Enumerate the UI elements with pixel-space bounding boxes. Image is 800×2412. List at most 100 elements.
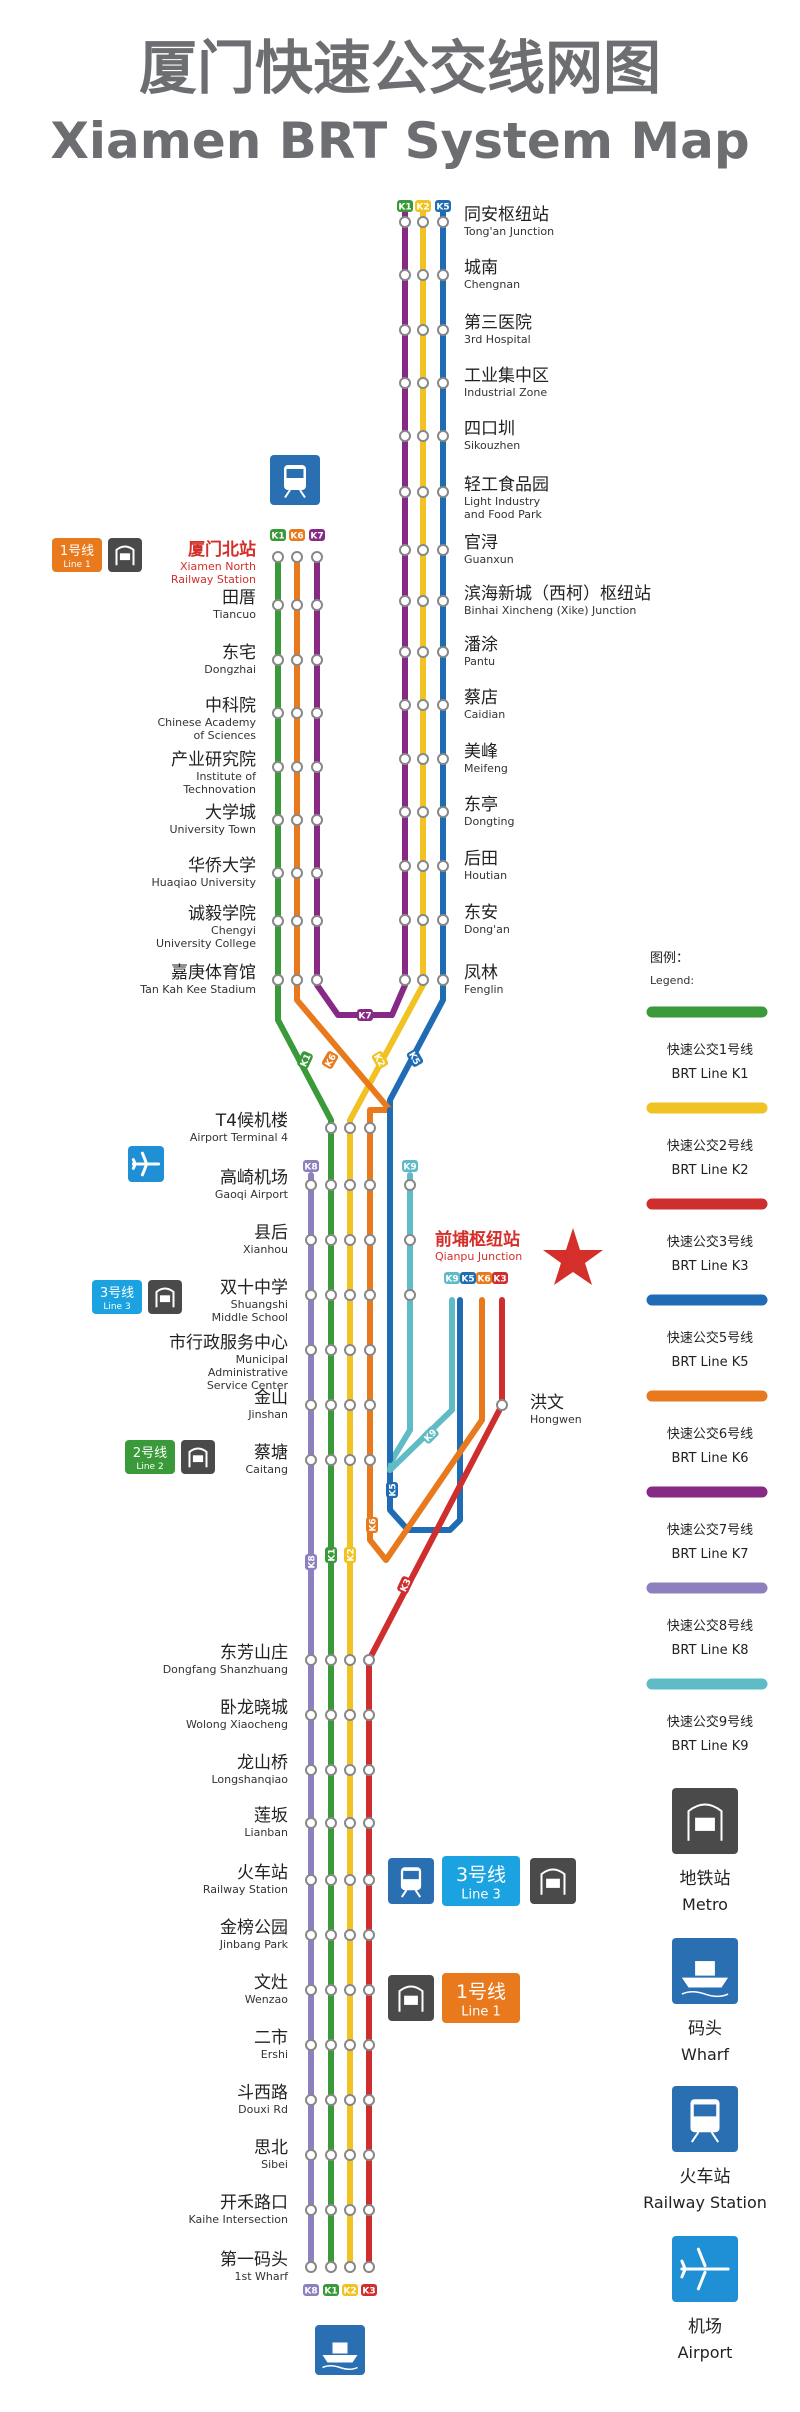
- line-tag-bg: [309, 529, 325, 541]
- station-label-zh: 第一码头: [220, 2250, 288, 2270]
- station-dot: [272, 654, 284, 666]
- line-tag-label: K2: [416, 203, 429, 213]
- legend-item-en: BRT Line K2: [671, 1163, 748, 1178]
- line-tag-label: K9: [423, 1428, 439, 1444]
- line-tag-bg: [303, 1160, 319, 1172]
- line-tag-k9: K9: [444, 1272, 460, 1285]
- station-label-zh: 美峰: [464, 742, 498, 762]
- station-dot: [291, 867, 303, 879]
- line-tag-label: K7: [310, 532, 323, 542]
- station-label-zh: 田厝: [222, 588, 256, 608]
- station-dot: [344, 1984, 356, 1996]
- station-dot: [417, 860, 429, 872]
- station-dot: [272, 974, 284, 986]
- legend-symbol-zh: 码头: [688, 2019, 722, 2039]
- station-dot: [344, 1179, 356, 1191]
- station-dot: [344, 1454, 356, 1466]
- station-dot: [311, 867, 323, 879]
- station-dot: [325, 1984, 337, 1996]
- metro-icon-wenzao: [388, 1975, 434, 2021]
- metro-icon-glyph: [687, 1803, 723, 1841]
- wharf-icon-cabin: [332, 2342, 348, 2354]
- station-dot: [399, 377, 411, 389]
- station-dot: [437, 914, 449, 926]
- line-tag-k5: K5: [386, 1482, 399, 1498]
- station-label-zh: 金山: [254, 1388, 288, 1408]
- line-tag-k9: K9: [402, 1160, 418, 1173]
- station-label-en: Kaihe Intersection: [189, 2213, 289, 2226]
- station-dot: [305, 1709, 317, 1721]
- station-label-zh: 蔡塘: [254, 1443, 288, 1463]
- station-dot: [364, 1454, 376, 1466]
- line-tag-label: K6: [477, 1275, 490, 1285]
- legend-item-en: BRT Line K5: [671, 1355, 748, 1370]
- station-dot: [437, 646, 449, 658]
- station-dot: [363, 2261, 375, 2273]
- station-dot: [399, 914, 411, 926]
- station-label-en: Airport Terminal 4: [190, 1131, 288, 1144]
- station-dot: [344, 1764, 356, 1776]
- station-dot: [399, 324, 411, 336]
- station-label-en: Dongting: [464, 815, 514, 828]
- station-label-zh: 潘涂: [464, 635, 498, 655]
- station-label-zh: 县后: [254, 1223, 288, 1243]
- train-icon-window: [286, 469, 304, 478]
- line-badge-bg: [125, 1440, 175, 1474]
- station-dot: [305, 2039, 317, 2051]
- legend-item-zh: 快速公交8号线: [667, 1618, 753, 1634]
- line-tag-bg: [297, 1051, 313, 1069]
- line-tag-bg: [366, 1517, 378, 1533]
- line-badge-en: Line 3: [461, 1888, 501, 1903]
- station-label-zh: 同安枢纽站: [464, 205, 549, 225]
- station-label-zh: 东安: [464, 903, 498, 923]
- station-label-zh: 金榜公园: [220, 1918, 288, 1938]
- station-label-en3: Service Center: [207, 1379, 289, 1392]
- legend-symbol-zh: 火车站: [680, 2167, 731, 2187]
- metro-icon-window: [404, 1995, 418, 2005]
- station-label-en: Sibei: [261, 2158, 288, 2171]
- line-badge-en: Line 1: [461, 2005, 501, 2020]
- station-label-zh: 东亭: [464, 795, 498, 815]
- line-tag-label: K6: [290, 532, 303, 542]
- line-badge-bg: [442, 1856, 520, 1906]
- station-label-en: Tiancuo: [212, 608, 256, 621]
- station-dot: [344, 1399, 356, 1411]
- station-dot: [325, 2149, 337, 2161]
- station-dot: [305, 1289, 317, 1301]
- station-label-zh: 卧龙晓城: [220, 1698, 288, 1718]
- station-dot: [363, 2149, 375, 2161]
- station-label-zh: 诚毅学院: [188, 904, 256, 924]
- station-dot: [399, 860, 411, 872]
- line-tag-k2: K2: [415, 200, 431, 213]
- station-dot: [311, 814, 323, 826]
- station-label-en: Dongzhai: [204, 663, 256, 676]
- station-dot: [325, 1344, 337, 1356]
- station-dot: [291, 707, 303, 719]
- station-dot: [399, 974, 411, 986]
- line-badge-zh: 1号线: [456, 1981, 506, 2003]
- station-dot: [305, 1399, 317, 1411]
- station-dot: [344, 1874, 356, 1886]
- line-tag-k8: K8: [305, 1554, 318, 1570]
- line-tag-k7: K7: [309, 529, 325, 542]
- station-dot: [399, 544, 411, 556]
- station-label-en: Longshanqiao: [211, 1773, 288, 1786]
- station-dot: [363, 1929, 375, 1941]
- line-tag-label: K3: [493, 1275, 506, 1285]
- line-tag-label: K8: [308, 1555, 318, 1568]
- station-label-zh: 第三医院: [464, 313, 532, 333]
- first-wharf-icon: [315, 2325, 365, 2375]
- station-dot: [291, 551, 303, 563]
- station-label-en2: Railway Station: [171, 573, 256, 586]
- line-tag-k3: K3: [361, 2284, 377, 2297]
- line-tag-bg: [361, 2284, 377, 2296]
- station-dot: [305, 1654, 317, 1666]
- station-label-en: University Town: [169, 823, 256, 836]
- station-dot: [363, 1984, 375, 1996]
- legend-item-zh: 快速公交1号线: [667, 1042, 753, 1058]
- station-label-zh: 凤林: [464, 963, 498, 983]
- line-tag-label: K5: [389, 1483, 399, 1496]
- station-dot: [305, 1179, 317, 1191]
- metro-icon-window: [695, 1817, 715, 1831]
- station-dot: [399, 753, 411, 765]
